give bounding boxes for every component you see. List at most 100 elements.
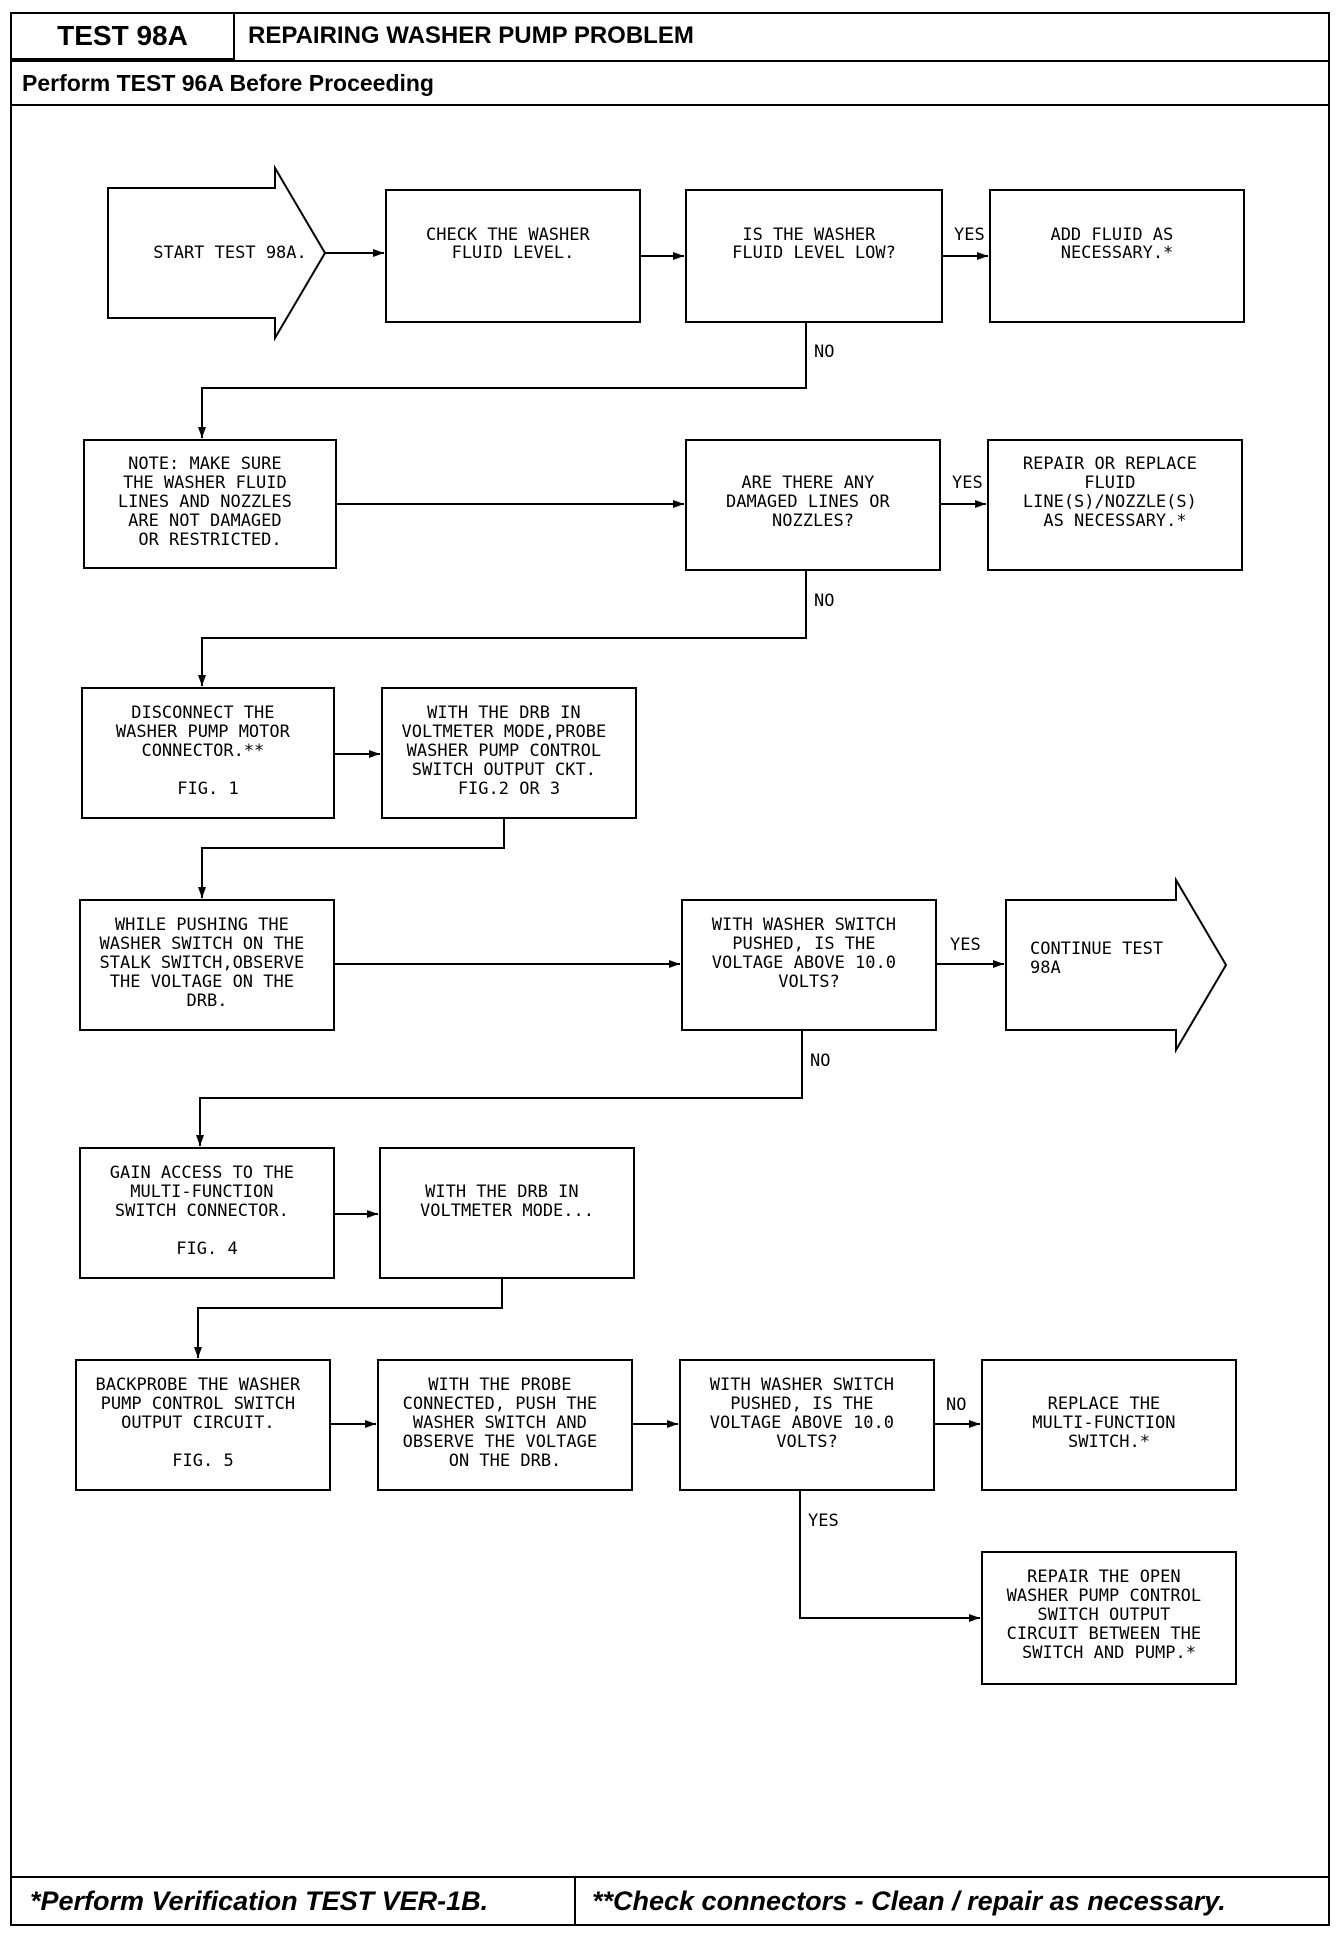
text-line: VOLTMETER MODE... bbox=[420, 1201, 594, 1221]
text-line: WITH WASHER SWITCH bbox=[710, 1375, 894, 1395]
footer-separator bbox=[574, 1876, 576, 1926]
text-line: SWITCH OUTPUT bbox=[1037, 1605, 1170, 1625]
continue-arrow-shape bbox=[1005, 876, 1228, 1054]
text-line: THE WASHER FLUID bbox=[123, 473, 287, 493]
add-fluid-box bbox=[989, 189, 1245, 323]
text-line: WASHER SWITCH AND bbox=[413, 1413, 587, 1433]
text-line: ARE THERE ANY bbox=[741, 473, 874, 493]
text-line: ON THE DRB. bbox=[449, 1451, 562, 1471]
text-line: WHILE PUSHING THE bbox=[115, 915, 289, 935]
text-line: SWITCH.* bbox=[1068, 1432, 1150, 1452]
disconnect-box bbox=[81, 687, 335, 819]
note-lines-box bbox=[83, 439, 337, 569]
text-line: WITH THE PROBE bbox=[428, 1375, 571, 1395]
repair-lines-box bbox=[987, 439, 1243, 571]
connector bbox=[198, 818, 505, 898]
text-line: NECESSARY.* bbox=[1061, 243, 1174, 263]
yes-label: YES bbox=[808, 1511, 839, 1531]
drb-mode-box bbox=[379, 1147, 635, 1279]
no-label: NO bbox=[946, 1395, 966, 1415]
text-line: THE VOLTAGE ON THE bbox=[110, 972, 294, 992]
text-line: NOZZLES? bbox=[772, 511, 854, 531]
page-frame bbox=[10, 12, 1330, 1926]
text-line: WITH THE DRB IN bbox=[425, 1182, 579, 1202]
add-fluid-text: ADD FLUID AS NECESSARY.* bbox=[1050, 225, 1183, 263]
test-id: TEST 98A bbox=[10, 12, 235, 60]
text-line: OUTPUT CIRCUIT. bbox=[121, 1413, 275, 1433]
drb-mode-text: WITH THE DRB IN VOLTMETER MODE... bbox=[420, 1182, 594, 1221]
q-fluid-low-text: IS THE WASHER FLUID LEVEL LOW? bbox=[732, 225, 896, 263]
text-line: BACKPROBE THE WASHER bbox=[96, 1375, 301, 1395]
connector bbox=[198, 322, 807, 438]
text-line: IS THE WASHER bbox=[742, 225, 876, 245]
text-line: FIG.2 OR 3 bbox=[458, 779, 560, 799]
text-line: FIG. 1 bbox=[177, 779, 238, 799]
continue-text: CONTINUE TEST 98A bbox=[1030, 939, 1173, 978]
no-label: NO bbox=[814, 591, 834, 611]
text-line: WASHER PUMP MOTOR bbox=[116, 722, 291, 742]
drb-probe-text: WITH THE DRB IN VOLTMETER MODE,PROBE WAS… bbox=[402, 703, 617, 799]
text-line: WASHER PUMP CONTROL bbox=[407, 741, 601, 761]
text-line: WITH WASHER SWITCH bbox=[712, 915, 896, 935]
subheader-divider bbox=[10, 104, 1330, 106]
text-line: DISCONNECT THE bbox=[131, 703, 274, 723]
repair-open-box bbox=[981, 1551, 1237, 1685]
text-line: NOTE: MAKE SURE bbox=[128, 454, 282, 474]
header-divider bbox=[10, 60, 1330, 62]
text-line: FIG. 5 bbox=[172, 1451, 233, 1471]
text-line: ADD FLUID AS bbox=[1050, 225, 1173, 245]
gain-access-box bbox=[79, 1147, 335, 1279]
connector bbox=[198, 570, 807, 686]
footer-divider bbox=[10, 1876, 1330, 1878]
q-voltage-2-text: WITH WASHER SWITCH PUSHED, IS THE VOLTAG… bbox=[710, 1375, 904, 1452]
text-line: MULTI-FUNCTION bbox=[130, 1182, 273, 1202]
text-line: SWITCH CONNECTOR. bbox=[115, 1201, 289, 1221]
q-voltage-2-box bbox=[679, 1359, 935, 1491]
backprobe-text: BACKPROBE THE WASHER PUMP CONTROL SWITCH… bbox=[96, 1375, 311, 1471]
text-line: VOLTS? bbox=[776, 1432, 837, 1452]
text-line: PUSHED, IS THE bbox=[732, 934, 875, 954]
disconnect-text: DISCONNECT THE WASHER PUMP MOTOR CONNECT… bbox=[116, 703, 300, 799]
probe-connected-box bbox=[377, 1359, 633, 1491]
text-line: VOLTMETER MODE,PROBE bbox=[402, 722, 607, 742]
repair-open-text: REPAIR THE OPEN WASHER PUMP CONTROL SWIT… bbox=[1007, 1567, 1212, 1663]
replace-mfs-text: REPLACE THE MULTI-FUNCTION SWITCH.* bbox=[1032, 1394, 1186, 1452]
pushing-box bbox=[79, 899, 335, 1031]
text-line: LINES AND NOZZLES bbox=[118, 492, 292, 512]
footer-note-right: **Check connectors - Clean / repair as n… bbox=[592, 1886, 1226, 1916]
yes-label: YES bbox=[952, 473, 983, 493]
text-line: AS NECESSARY.* bbox=[1043, 511, 1186, 531]
text-line: GAIN ACCESS TO THE bbox=[110, 1163, 294, 1183]
text-line: VOLTS? bbox=[778, 972, 839, 992]
text-line: LINE(S)/NOZZLE(S) bbox=[1023, 492, 1197, 512]
prerequisite-note: Perform TEST 96A Before Proceeding bbox=[22, 70, 434, 96]
start-text: START TEST 98A. bbox=[153, 243, 307, 263]
q-voltage-1-box bbox=[681, 899, 937, 1031]
text-line: REPLACE THE bbox=[1048, 1394, 1161, 1414]
text-line: CHECK THE WASHER bbox=[426, 225, 591, 245]
start-arrow-shape bbox=[107, 164, 327, 342]
page-title: REPAIRING WASHER PUMP PROBLEM bbox=[248, 22, 694, 49]
note-lines-text: NOTE: MAKE SURE THE WASHER FLUID LINES A… bbox=[118, 454, 302, 550]
text-line: VOLTAGE ABOVE 10.0 bbox=[710, 1413, 894, 1433]
drb-probe-box bbox=[381, 687, 637, 819]
connector bbox=[799, 1490, 980, 1622]
text-line: FLUID LEVEL LOW? bbox=[732, 243, 896, 263]
text-line: CONTINUE TEST bbox=[1030, 939, 1163, 959]
repair-lines-text: REPAIR OR REPLACE FLUID LINE(S)/NOZZLE(S… bbox=[1023, 454, 1207, 531]
text-line: WITH THE DRB IN bbox=[427, 703, 581, 723]
yes-label: YES bbox=[950, 935, 981, 955]
text-line: PUSHED, IS THE bbox=[730, 1394, 873, 1414]
text-line: REPAIR OR REPLACE bbox=[1023, 454, 1197, 474]
text-line: FIG. 4 bbox=[176, 1239, 237, 1259]
footer-note-left: *Perform Verification TEST VER-1B. bbox=[30, 1886, 489, 1916]
text-line: START TEST 98A. bbox=[153, 243, 307, 263]
replace-mfs-box bbox=[981, 1359, 1237, 1491]
pushing-text: WHILE PUSHING THE WASHER SWITCH ON THE S… bbox=[100, 915, 315, 1011]
text-line: PUMP CONTROL SWITCH bbox=[101, 1394, 295, 1414]
q-damaged-box bbox=[685, 439, 941, 571]
check-fluid-box bbox=[385, 189, 641, 323]
text-line: SWITCH AND PUMP.* bbox=[1022, 1643, 1196, 1663]
check-fluid-text: CHECK THE WASHER FLUID LEVEL. bbox=[426, 225, 600, 263]
